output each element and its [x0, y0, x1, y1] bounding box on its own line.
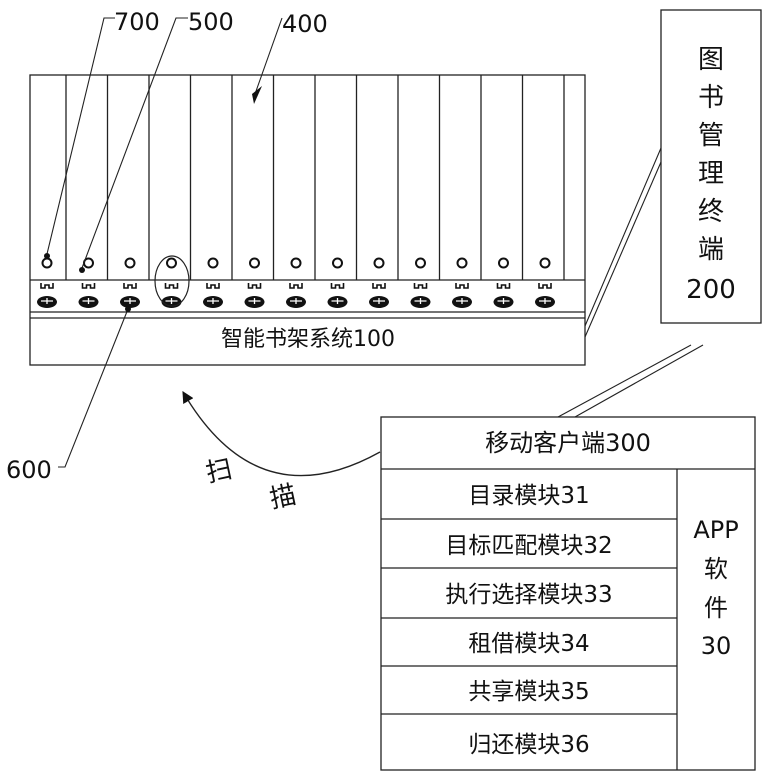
book-sensor: [124, 283, 136, 288]
app-line-2: 软: [704, 555, 728, 583]
book-sensor: [498, 283, 510, 288]
app-line-4: 30: [701, 632, 732, 660]
callout-label-400: 400: [282, 10, 328, 38]
leader-700: [47, 18, 115, 254]
slot-unit: [494, 259, 514, 309]
mobile-client-title: 移动客户端300: [485, 429, 651, 457]
app-line-3: 件: [704, 594, 728, 622]
slot-unit: [120, 259, 140, 309]
book-sensor: [332, 283, 344, 288]
terminal-char-2: 书: [698, 83, 724, 113]
bookshelf: [30, 75, 585, 365]
terminal-mobile-link-2: [575, 345, 703, 417]
indicator-light: [375, 259, 384, 268]
module-target-match: 目标匹配模块32: [445, 533, 612, 559]
leader-600: [58, 309, 128, 467]
slot-unit: [452, 259, 472, 309]
module-list: 目录模块31 目标匹配模块32 执行选择模块33 租借模块34 共享模块35 归…: [445, 483, 612, 758]
callout-label-600: 600: [6, 456, 52, 484]
leader-500-dot: [79, 267, 85, 273]
indicator-light: [333, 259, 342, 268]
indicator-light: [167, 259, 176, 268]
slot-unit: [37, 259, 57, 309]
indicator-light: [458, 259, 467, 268]
terminal-char-5: 终: [698, 197, 724, 227]
slot-unit: [369, 259, 389, 309]
module-share: 共享模块35: [468, 679, 589, 705]
indicator-light: [416, 259, 425, 268]
mobile-client: 移动客户端300 目录模块31 目标匹配模块32 执行选择模块33 租借模块34…: [381, 417, 755, 770]
bookshelf-frame: [30, 75, 585, 365]
terminal-char-4: 理: [698, 159, 724, 189]
slot-unit: [286, 259, 306, 309]
slot-units: [37, 259, 555, 309]
book-sensor: [207, 283, 219, 288]
app-line-1: APP: [693, 516, 738, 544]
shelf-terminal-link-1: [585, 148, 661, 326]
book-sensor: [41, 283, 53, 288]
connection-lines: [558, 148, 703, 417]
module-return: 归还模块36: [468, 732, 589, 758]
indicator-light: [209, 259, 218, 268]
module-execute-select: 执行选择模块33: [445, 582, 612, 608]
indicator-light: [499, 259, 508, 268]
terminal-char-3: 管: [698, 121, 724, 151]
book-sensor: [415, 283, 427, 288]
book-sensor: [83, 283, 95, 288]
slot-unit: [79, 259, 99, 309]
callout-label-500: 500: [188, 8, 234, 36]
slot-unit: [203, 259, 223, 309]
slot-unit: [162, 259, 182, 309]
indicator-light: [292, 259, 301, 268]
terminal-char-6: 端: [698, 235, 724, 265]
book-sensor: [456, 283, 468, 288]
scan-label-char-2: 描: [267, 480, 299, 515]
slot-unit: [245, 259, 265, 309]
indicator-light: [126, 259, 135, 268]
leader-700-dot: [44, 253, 50, 259]
shelf-terminal-link-2: [585, 162, 661, 337]
slot-unit: [535, 259, 555, 309]
book-sensor: [373, 283, 385, 288]
slot-unit: [328, 259, 348, 309]
leader-500: [82, 18, 188, 268]
book-sensor: [166, 283, 178, 288]
indicator-light: [43, 259, 52, 268]
library-terminal-label: 图 书 管 理 终 端 200: [686, 45, 736, 305]
scan-label-char-1: 扫: [203, 454, 235, 489]
terminal-mobile-link-1: [558, 345, 691, 417]
app-software-label: APP 软 件 30: [693, 516, 738, 660]
module-catalog: 目录模块31: [468, 483, 589, 509]
book-sensor: [290, 283, 302, 288]
callout-leaders: [47, 18, 282, 467]
shelf-system-label: 智能书架系统100: [221, 327, 395, 352]
book-sensor: [249, 283, 261, 288]
terminal-char-1: 图: [698, 45, 724, 75]
slot-unit: [411, 259, 431, 309]
module-rent: 租借模块34: [468, 631, 589, 657]
callout-label-700: 700: [114, 8, 160, 36]
indicator-light: [541, 259, 550, 268]
book-dividers: [66, 75, 564, 280]
terminal-number: 200: [686, 275, 736, 305]
book-sensor: [539, 283, 551, 288]
leader-400: [255, 18, 282, 94]
leader-600-dot: [125, 306, 131, 312]
indicator-light: [250, 259, 259, 268]
